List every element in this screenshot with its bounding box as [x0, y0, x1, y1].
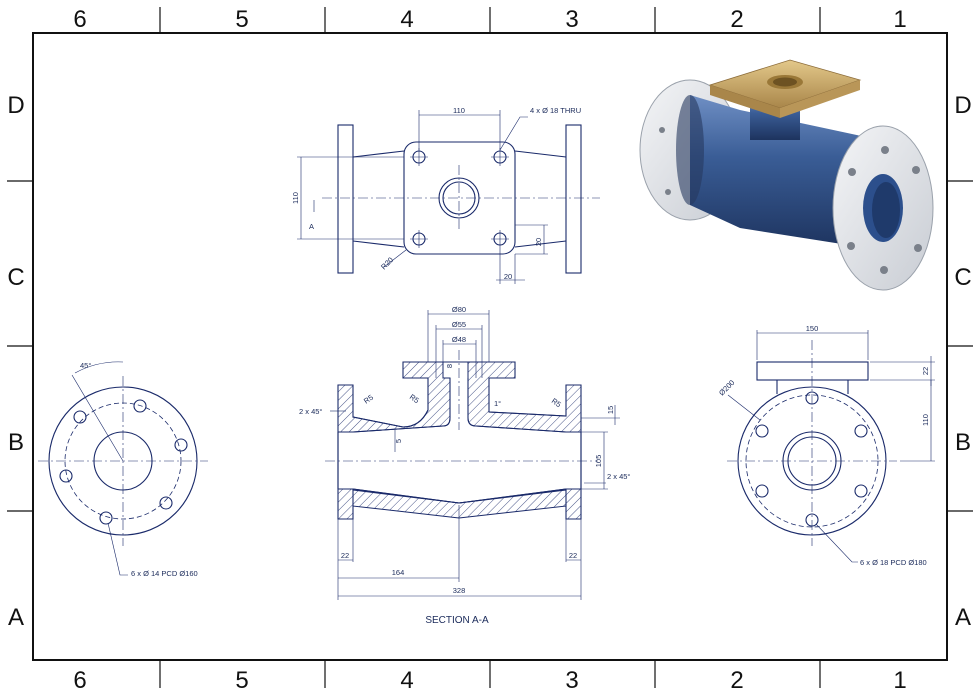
col-label: 5	[235, 667, 248, 693]
dim-width-22-right: 22	[569, 551, 577, 560]
dim-angle: 1°	[494, 399, 501, 408]
top-view: 110 4 x Ø 18 THRU 110 A R20 20 20	[291, 106, 600, 284]
zone-labels-right: D C B A	[954, 92, 971, 631]
dim-r5-left: R5	[362, 393, 375, 406]
dim-five: 5	[394, 439, 403, 443]
dim-flange-holes-right: 6 x Ø 18 PCD Ø180	[860, 558, 927, 567]
row-label: A	[8, 604, 24, 631]
dim-eight: 8	[445, 364, 454, 368]
dim-width-22-left: 22	[341, 551, 349, 560]
dim-d55: Ø55	[452, 320, 466, 329]
dim-flange-holes-left: 6 x Ø 14 PCD Ø160	[131, 569, 198, 578]
col-label: 1	[893, 6, 906, 33]
dim-d80: Ø80	[452, 305, 466, 314]
row-label: B	[955, 429, 971, 456]
col-label: 1	[893, 667, 906, 693]
zone-labels-left: D C B A	[7, 92, 24, 631]
zone-labels-top: 6 5 4 3 2 1	[73, 6, 906, 33]
row-label: B	[8, 429, 24, 456]
dim-angle-45: 45°	[80, 361, 91, 370]
dim-chamfer-right: 2 x 45°	[607, 472, 630, 481]
col-label: 4	[400, 6, 413, 33]
section-view: Ø80 Ø55 Ø48 8 2 x 45° R5 R5 1° R5 5 15 1…	[299, 305, 630, 626]
dim-r5-center: R5	[408, 392, 421, 405]
dim-d48: Ø48	[452, 335, 466, 344]
dim-height-110: 110	[291, 192, 300, 204]
col-label: 2	[730, 667, 743, 693]
left-flange-view: 45° 6 x Ø 14 PCD Ø160	[38, 361, 208, 578]
right-flange-holes-6	[755, 391, 868, 527]
dim-r5-right: R5	[550, 396, 563, 409]
col-label: 3	[565, 667, 578, 693]
right-end-view: 150 22 110 Ø200 6 x Ø 18 PCD Ø180	[717, 324, 935, 567]
pad-holes	[410, 148, 509, 248]
drawing-frame	[7, 7, 973, 688]
dim-height-110: 110	[921, 414, 930, 426]
dim-offset-20-horizontal: 20	[504, 272, 512, 281]
row-label: C	[7, 264, 24, 291]
col-label: 6	[73, 667, 86, 693]
dim-d105: 105	[594, 455, 603, 468]
row-label: D	[954, 92, 971, 119]
col-label: 4	[400, 667, 413, 693]
dim-pad-holes: 4 x Ø 18 THRU	[530, 106, 581, 115]
valve-render-image	[639, 59, 934, 291]
dim-chamfer-left: 2 x 45°	[299, 407, 322, 416]
dim-offset-20-vertical: 20	[534, 238, 543, 246]
row-label: D	[7, 92, 24, 119]
col-label: 6	[73, 6, 86, 33]
col-label: 3	[565, 6, 578, 33]
zone-labels-bottom: 6 5 4 3 2 1	[73, 667, 906, 693]
dim-width-164: 164	[392, 568, 405, 577]
flange-holes-6	[59, 399, 188, 525]
dim-height-22: 22	[921, 367, 930, 375]
dim-width-110: 110	[453, 106, 465, 115]
row-label: A	[955, 604, 971, 631]
dim-fifteen: 15	[606, 406, 615, 414]
row-label: C	[954, 264, 971, 291]
dim-width-150: 150	[806, 324, 819, 333]
dim-radius: R20	[379, 255, 395, 271]
dim-d200: Ø200	[717, 378, 736, 397]
section-caption: SECTION A-A	[425, 615, 489, 626]
col-label: 5	[235, 6, 248, 33]
col-label: 2	[730, 6, 743, 33]
label-section-a: A	[309, 222, 314, 231]
dim-width-328: 328	[453, 586, 466, 595]
